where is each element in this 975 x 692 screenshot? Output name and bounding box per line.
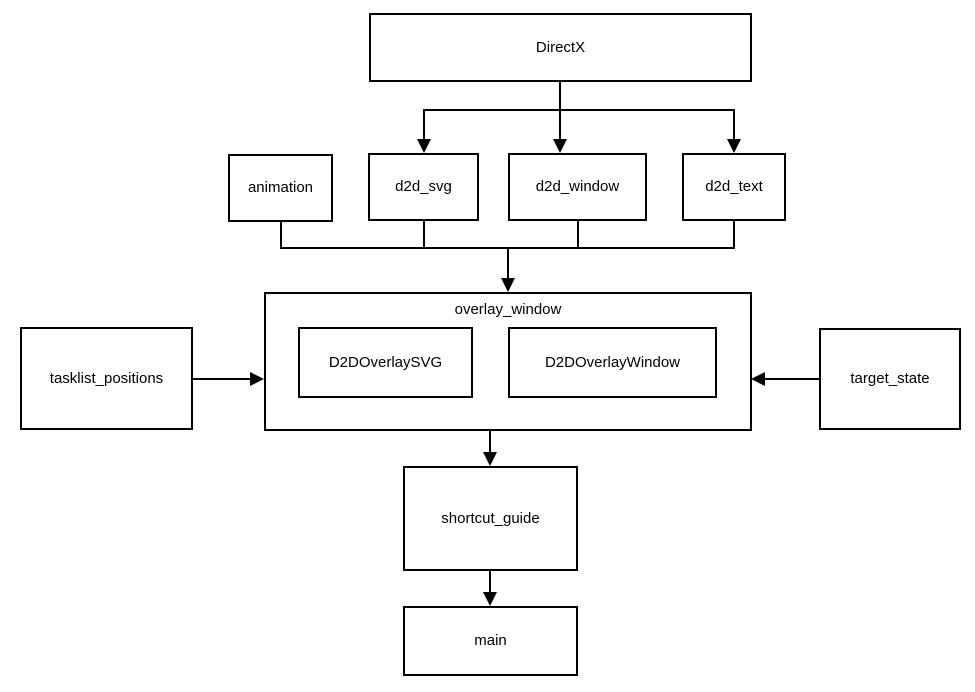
node-tasklist-positions: tasklist_positions <box>20 327 193 430</box>
node-d2d-window: d2d_window <box>508 153 647 221</box>
edge-target-state-to-overlay-window-line <box>765 378 819 380</box>
edge-d2d-window-stub-line <box>577 221 579 249</box>
edge-directx-to-d2d-window-arrowhead-icon <box>553 139 567 153</box>
node-d2d-window-label: d2d_window <box>535 178 620 195</box>
node-animation: animation <box>228 154 333 222</box>
node-d2d-svg-label: d2d_svg <box>395 178 452 195</box>
node-d2d-overlay-svg: D2DOverlaySVG <box>298 327 473 398</box>
node-d2d-overlay-svg-label: D2DOverlaySVG <box>328 353 443 371</box>
node-main: main <box>403 606 578 676</box>
node-overlay-window-label: overlay_window <box>454 301 562 318</box>
edge-directx-to-d2d-svg-arrowhead-icon <box>417 139 431 153</box>
node-d2d-overlay-window: D2DOverlayWindow <box>508 327 717 398</box>
edge-merge-to-overlay-window-line <box>507 247 509 279</box>
node-target-state: target_state <box>819 328 961 430</box>
edge-directx-to-d2d-text-arrowhead-icon <box>727 139 741 153</box>
edge-tasklist-positions-to-overlay-window-line <box>193 378 251 380</box>
edge-tasklist-positions-to-overlay-window-arrowhead-icon <box>250 372 264 386</box>
node-tasklist-positions-label: tasklist_positions <box>49 369 164 387</box>
node-d2d-text-label: d2d_text <box>705 178 763 195</box>
node-d2d-text: d2d_text <box>682 153 786 221</box>
edge-animation-stub-line <box>280 222 282 249</box>
node-directx-label: DirectX <box>535 38 586 56</box>
edge-overlay-window-to-shortcut-guide-arrowhead-icon <box>483 452 497 466</box>
edge-overlay-window-to-shortcut-guide-line <box>489 431 491 453</box>
node-directx: DirectX <box>369 13 752 82</box>
node-d2d-overlay-window-label: D2DOverlayWindow <box>544 353 681 371</box>
node-shortcut-guide: shortcut_guide <box>403 466 578 571</box>
node-animation-label: animation <box>247 179 314 196</box>
edge-directx-trunk-line <box>559 82 561 110</box>
edge-d2d-svg-stub-line <box>423 221 425 249</box>
edge-directx-to-d2d-svg-line <box>423 109 425 141</box>
node-target-state-label: target_state <box>850 370 930 387</box>
edge-target-state-to-overlay-window-arrowhead-icon <box>751 372 765 386</box>
node-main-label: main <box>474 632 507 649</box>
node-shortcut-guide-label: shortcut_guide <box>441 509 540 527</box>
node-d2d-svg: d2d_svg <box>368 153 479 221</box>
edge-shortcut-guide-to-main-line <box>489 571 491 593</box>
edge-directx-to-d2d-window-line <box>559 109 561 141</box>
edge-merge-to-overlay-window-arrowhead-icon <box>501 278 515 292</box>
edge-directx-split-rail-line <box>423 109 735 111</box>
edge-shortcut-guide-to-main-arrowhead-icon <box>483 592 497 606</box>
edge-directx-to-d2d-text-line <box>733 109 735 141</box>
edge-d2d-text-stub-line <box>733 221 735 249</box>
